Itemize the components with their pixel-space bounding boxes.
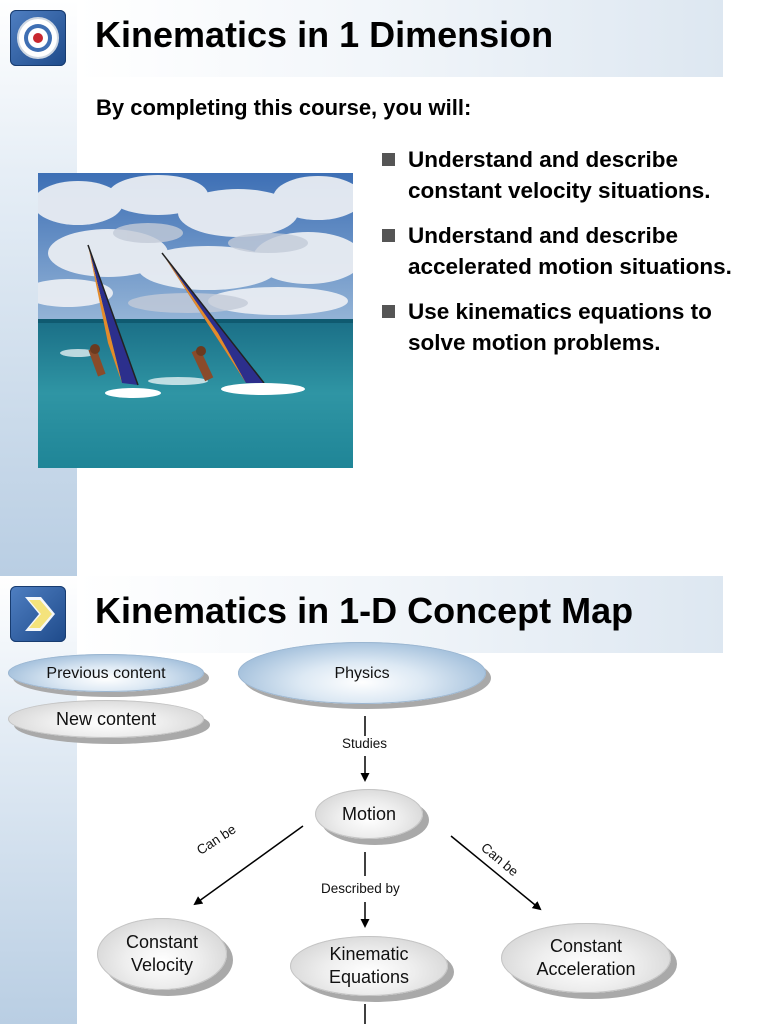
link-label-studies: Studies: [342, 736, 388, 751]
square-bullet-icon: [382, 305, 395, 318]
node-label: Physics: [334, 664, 390, 682]
connector-arrow: [450, 835, 542, 911]
legend-new-label: New content: [55, 708, 157, 729]
legend-previous-label: Previous content: [46, 664, 166, 682]
target-icon: [10, 10, 66, 66]
header-band: [77, 0, 723, 77]
node-label: Motion: [341, 803, 397, 824]
objective-text: Understand and describe constant velocit…: [408, 147, 711, 203]
node-label: Constant Acceleration: [536, 936, 636, 979]
square-bullet-icon: [382, 229, 395, 242]
node-physics: Physics: [238, 642, 486, 704]
node-label: Constant Velocity: [125, 932, 199, 975]
legend-new-content: New content: [8, 700, 204, 738]
objectives-list: Understand and describe constant velocit…: [380, 144, 740, 372]
link-label-described-by: Described by: [321, 881, 400, 896]
slide-concept-map: Kinematics in 1-D Concept Map Previous c…: [0, 576, 768, 1024]
node-label: Kinematic Equations: [328, 944, 410, 987]
node-constant-acceleration: Constant Acceleration: [501, 923, 671, 993]
connector-arrow: [193, 825, 304, 906]
legend-previous-content: Previous content: [8, 654, 204, 692]
slide-title: Kinematics in 1-D Concept Map: [95, 590, 634, 631]
left-decor-strip: [0, 576, 77, 1024]
chevron-right-icon: [10, 586, 66, 642]
objective-item: Understand and describe accelerated moti…: [380, 220, 740, 282]
node-constant-velocity: Constant Velocity: [97, 918, 227, 990]
node-motion: Motion: [315, 789, 423, 839]
objective-text: Understand and describe accelerated moti…: [408, 223, 732, 279]
square-bullet-icon: [382, 153, 395, 166]
slide-title: Kinematics in 1 Dimension: [95, 14, 554, 55]
slide-course-objectives: Kinematics in 1 Dimension By completing …: [0, 0, 740, 576]
objective-item: Use kinematics equations to solve motion…: [380, 296, 740, 358]
objective-item: Understand and describe constant velocit…: [380, 144, 740, 206]
node-kinematic-equations: Kinematic Equations: [290, 936, 448, 996]
concept-map-connectors: [193, 716, 542, 1024]
objective-text: Use kinematics equations to solve motion…: [408, 299, 712, 355]
intro-text: By completing this course, you will:: [96, 95, 472, 120]
header-band: [77, 576, 723, 653]
windsurfers-photo: [23, 173, 363, 468]
